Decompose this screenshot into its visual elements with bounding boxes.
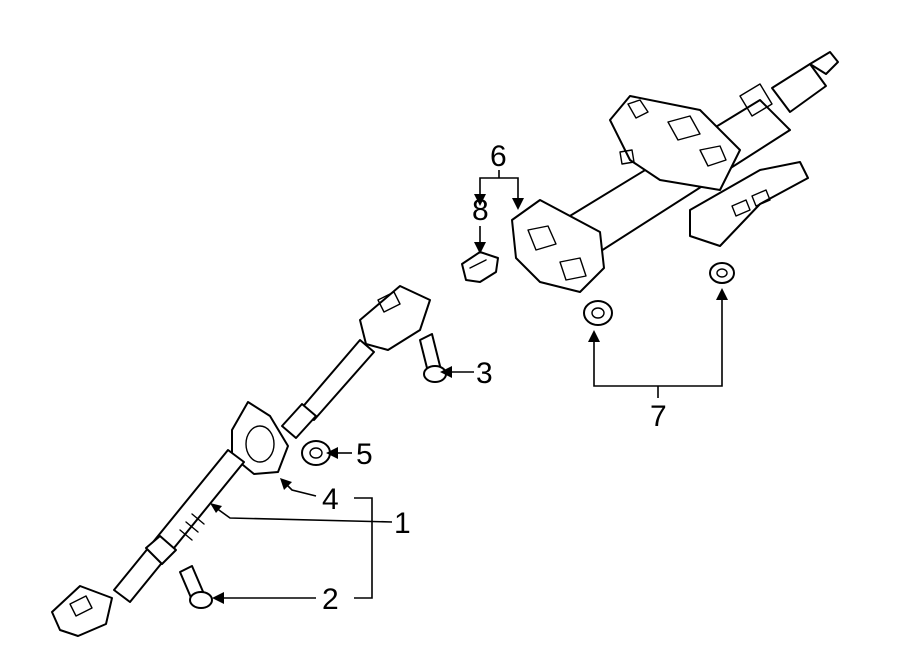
- callout-7: 7: [650, 400, 667, 433]
- callout-6: 6: [490, 140, 507, 173]
- clip-part: [461, 251, 499, 283]
- callout-1: 1: [394, 507, 411, 540]
- callout-2: 2: [322, 583, 339, 616]
- callout-4: 4: [322, 483, 339, 516]
- nut-part-7b: [709, 262, 735, 284]
- nut-part-7a: [583, 300, 613, 326]
- leader-lines: [210, 170, 728, 604]
- bolt-part-3: [419, 333, 447, 383]
- callout-5: 5: [356, 438, 373, 471]
- callout-3: 3: [476, 357, 493, 390]
- callout-8: 8: [472, 194, 489, 227]
- intermediate-shaft: [51, 285, 431, 637]
- nut-part-5: [301, 440, 331, 466]
- steering-column-assembly: [511, 51, 839, 293]
- bolt-part-2: [179, 565, 213, 609]
